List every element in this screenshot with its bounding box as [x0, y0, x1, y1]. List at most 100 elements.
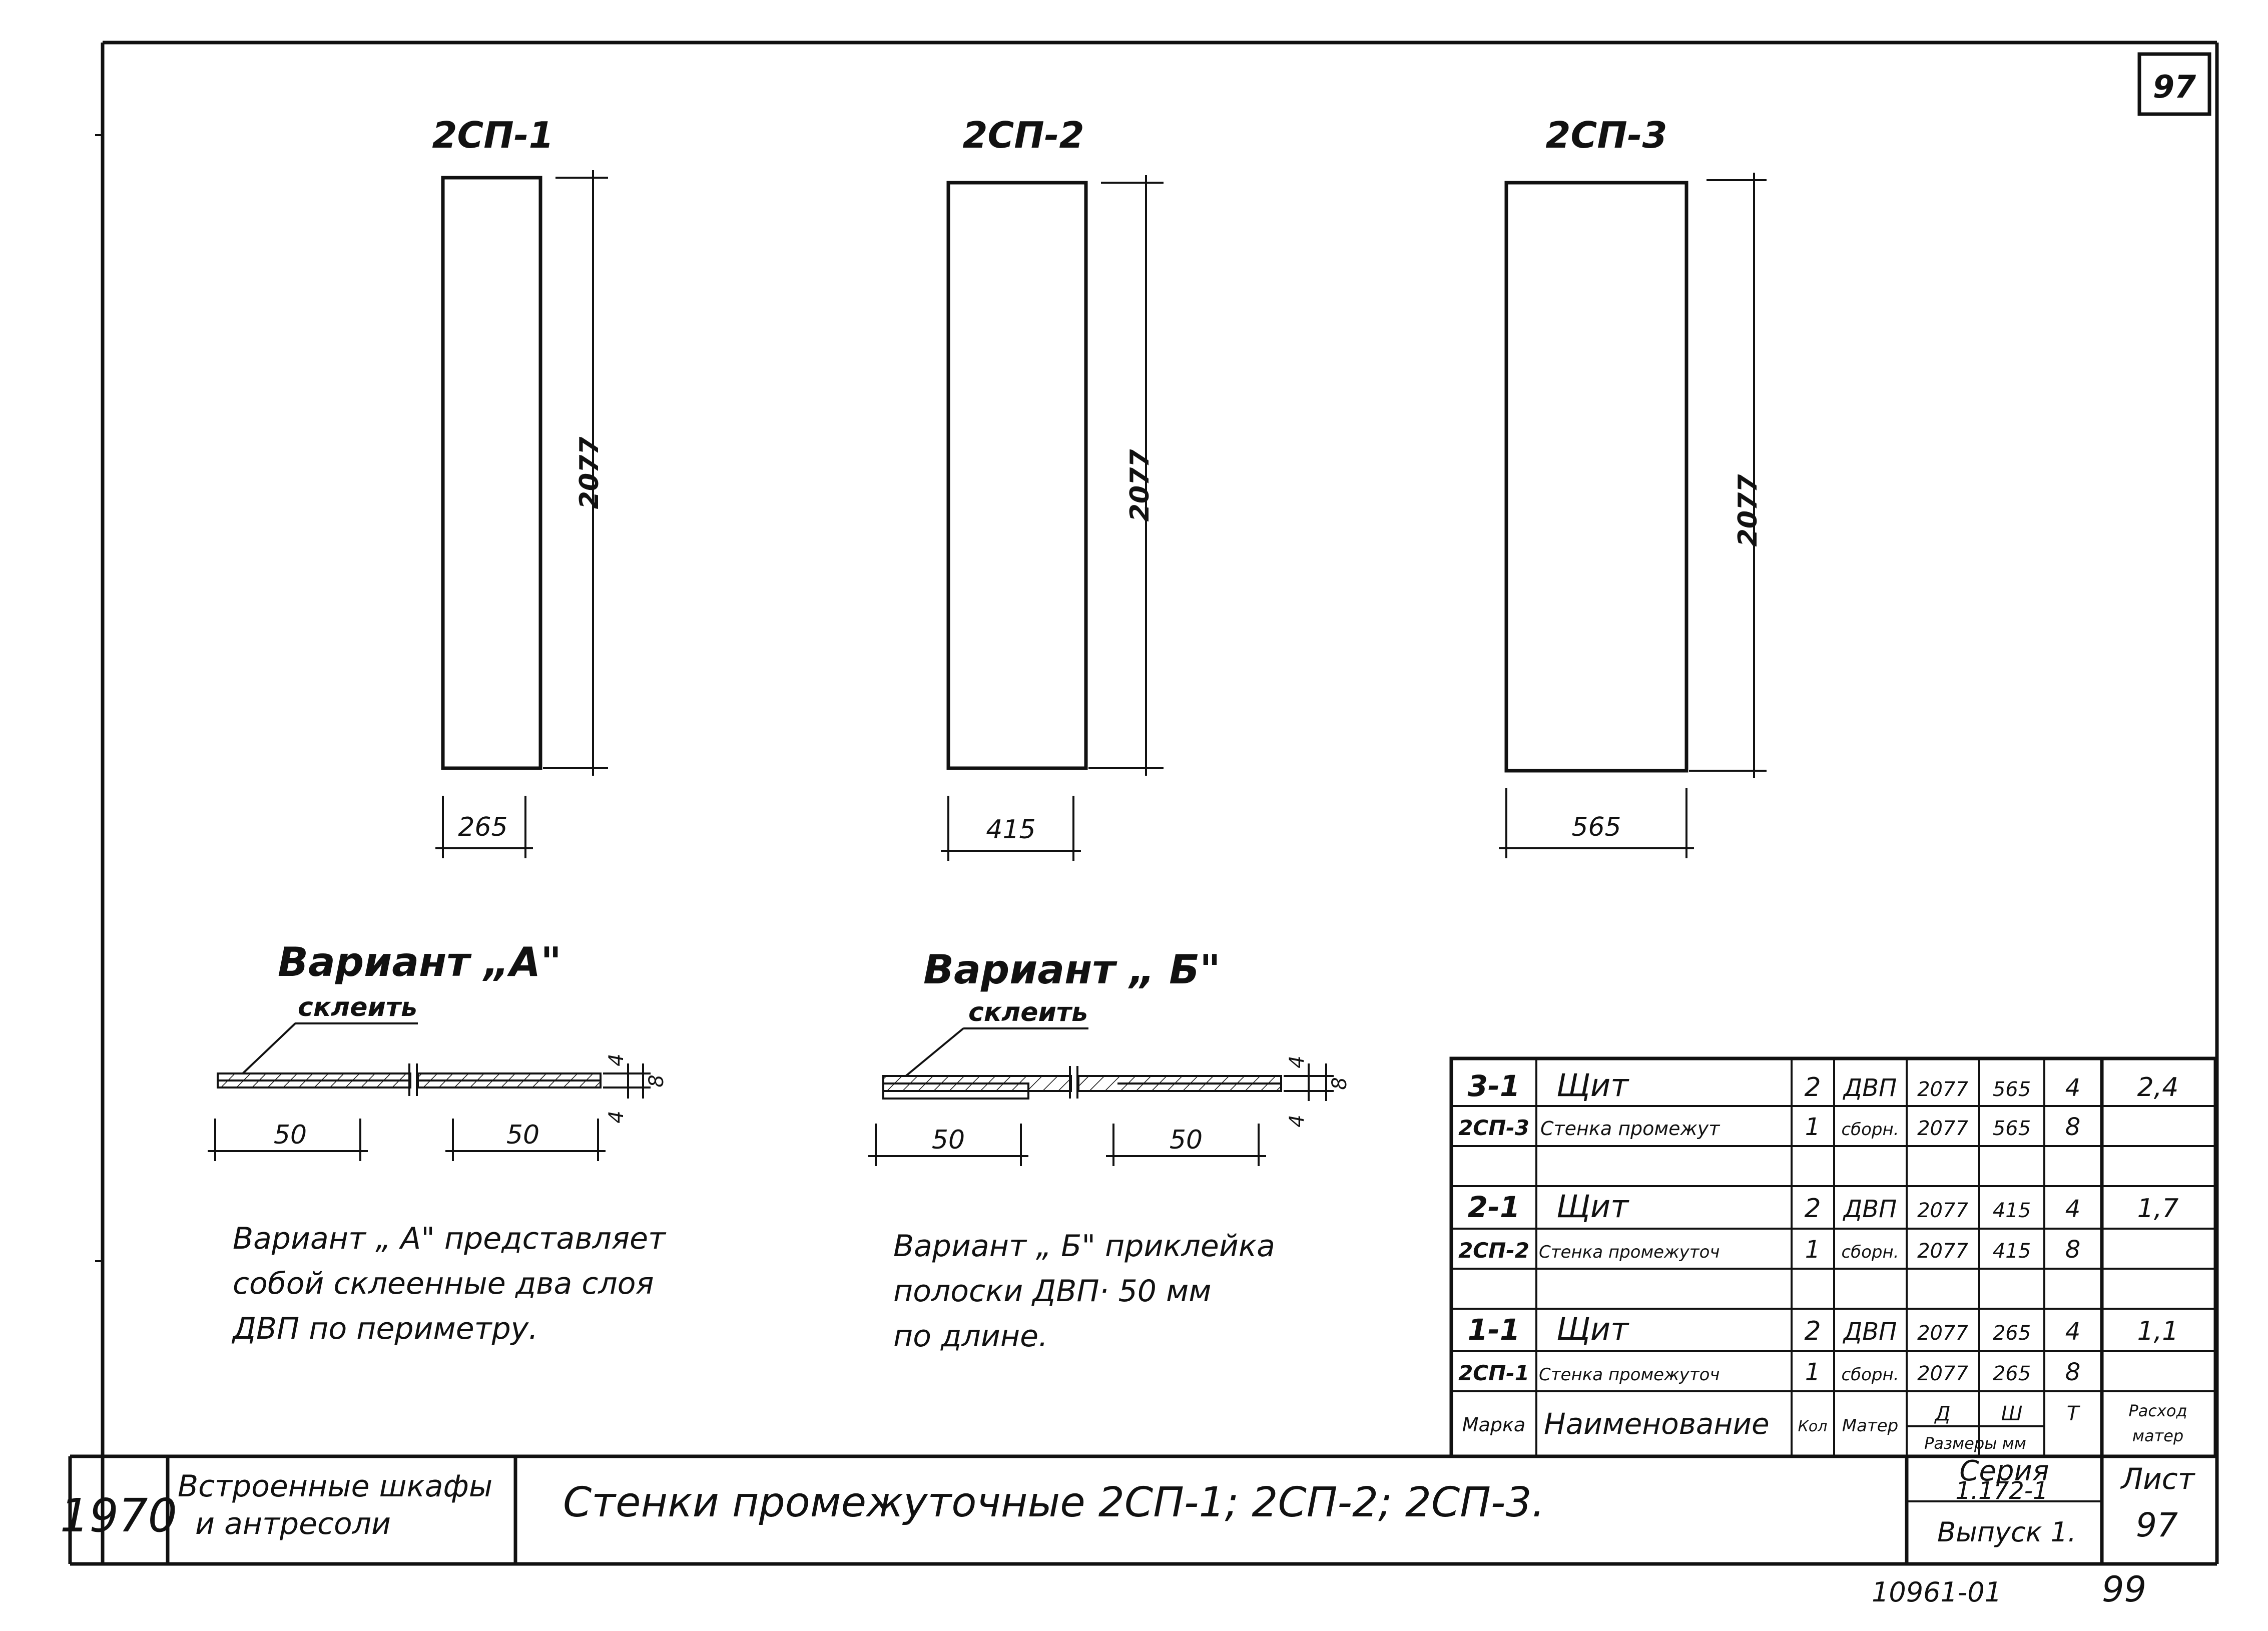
variant-b-t2: 4 — [1286, 1115, 1309, 1127]
variant-a-dim-left: 50 — [274, 1120, 307, 1150]
variant-a-total: 8 — [645, 1074, 668, 1087]
table-cell: 1,7 — [2137, 1194, 2179, 1224]
variant-a-note-line-2: собой склеенные два слоя — [233, 1266, 654, 1301]
panel-outline — [946, 181, 1088, 770]
series-value: 1.172-1 — [1955, 1477, 2048, 1505]
variant-b-glue-label: склеить — [968, 997, 1088, 1027]
corner-sheet-number: 97 — [2153, 69, 2196, 105]
table-header-mark: Марка — [1462, 1414, 1525, 1436]
table-header-consumption-1: Расход — [2128, 1401, 2187, 1420]
table-cell: Щит — [1556, 1188, 1629, 1225]
table-cell: 265 — [1993, 1322, 2031, 1345]
table-header-w: Ш — [2001, 1402, 2023, 1425]
title-block-subject-line-1: Встроенные шкафы — [178, 1469, 492, 1504]
panel-mark: 2СП-3 — [1545, 114, 1667, 156]
specification-table: 3-1 Щит 2 ДВП 2077 565 4 2,4 2СП-3 Стенк… — [1449, 1056, 2217, 1458]
variant-b-dim-left: 50 — [932, 1125, 965, 1155]
table-cell: Щит — [1556, 1311, 1629, 1347]
document-number: 10961-01 — [1872, 1576, 2002, 1608]
table-cell: Стенка промежут — [1540, 1118, 1721, 1140]
height-dimension: 2077 — [1125, 449, 1155, 522]
variant-a-section: Вариант „А" склеить 4 4 8 50 50 Вариант … — [208, 939, 668, 1346]
table-cell: 2СП-1 — [1458, 1361, 1529, 1385]
table-cell: ДВП — [1843, 1074, 1897, 1102]
panel-2sp-2: 2СП-2 2077 415 — [941, 114, 1164, 861]
panel-mark: 2СП-2 — [962, 114, 1084, 156]
variant-a-t2: 4 — [605, 1111, 628, 1123]
panel-2sp-1: 2СП-1 2077 265 — [432, 114, 608, 858]
variant-b-note-line-3: по длине. — [893, 1319, 1048, 1354]
table-header-material: Матер — [1842, 1416, 1898, 1436]
table-cell: 415 — [1993, 1240, 2031, 1263]
variant-a-glue-label: склеить — [298, 992, 417, 1022]
sheet-label: Лист — [2120, 1462, 2196, 1496]
table-cell: 1-1 — [1468, 1313, 1520, 1347]
table-cell: 1 — [1805, 1358, 1821, 1386]
table-cell: 3-1 — [1468, 1069, 1520, 1103]
title-block: 1970 Встроенные шкафы и антресоли Стенки… — [60, 1454, 2217, 1564]
table-cell: 1,1 — [2137, 1316, 2179, 1346]
table-cell: 2077 — [1917, 1362, 1968, 1385]
table-cell: 2077 — [1917, 1199, 1968, 1222]
variant-a-t1: 4 — [605, 1053, 628, 1066]
table-cell: 565 — [1993, 1078, 2031, 1101]
table-cell: Стенка промежуточ — [1539, 1365, 1720, 1385]
table-cell: 4 — [2065, 1195, 2081, 1223]
width-dimension: 565 — [1571, 812, 1621, 842]
variant-b-title: Вариант „ Б" — [923, 946, 1221, 993]
table-header-sizes: Размеры мм — [1924, 1434, 2026, 1453]
table-cell: 2077 — [1917, 1117, 1968, 1140]
table-cell: 8 — [2065, 1236, 2081, 1264]
panel-outline — [441, 176, 542, 770]
table-cell: 2077 — [1917, 1240, 1968, 1263]
panel-2sp-3: 2СП-3 2077 565 — [1499, 114, 1767, 858]
issue-label: Выпуск 1. — [1937, 1516, 2076, 1548]
table-header-consumption-2: матер — [2132, 1426, 2183, 1445]
table-cell: 1 — [1805, 1236, 1821, 1264]
table-cell: Стенка промежуточ — [1539, 1242, 1720, 1262]
panel-outline — [1504, 181, 1688, 773]
document-title: Стенки промежуточные 2СП-1; 2СП-2; 2СП-3… — [563, 1479, 1545, 1526]
height-dimension: 2077 — [575, 436, 605, 509]
table-cell: ДВП — [1843, 1318, 1897, 1346]
table-cell: сборн. — [1841, 1120, 1899, 1140]
width-dimension: 265 — [458, 812, 507, 842]
table-cell: 8 — [2065, 1113, 2081, 1141]
table-cell: сборн. — [1841, 1242, 1899, 1262]
table-cell: ДВП — [1843, 1195, 1897, 1223]
glue-leader — [242, 1022, 296, 1074]
variant-b-total: 8 — [1328, 1077, 1351, 1090]
variant-b-section: Вариант „ Б" склеить 4 4 8 50 50 Вариант… — [868, 946, 1351, 1354]
sheet-number: 97 — [2136, 1506, 2178, 1544]
title-block-subject-line-2: и антресоли — [195, 1506, 391, 1541]
variant-a-note-line-3: ДВП по периметру. — [231, 1311, 538, 1346]
table-cell: Щит — [1556, 1067, 1629, 1104]
variant-b-t1: 4 — [1286, 1055, 1309, 1068]
corner-sheet-number-box: 97 — [2137, 52, 2211, 116]
variant-b-dim-right: 50 — [1170, 1125, 1203, 1155]
variant-a-title: Вариант „А" — [278, 939, 561, 985]
table-cell: 4 — [2065, 1074, 2081, 1102]
table-cell: 2077 — [1917, 1322, 1968, 1345]
table-header-qty: Кол — [1798, 1418, 1828, 1435]
table-cell: 2СП-2 — [1458, 1238, 1529, 1263]
table-cell: сборн. — [1841, 1365, 1899, 1385]
table-cell: 2 — [1804, 1316, 1821, 1346]
table-cell: 2077 — [1917, 1078, 1968, 1101]
variant-b-note-line-2: полоски ДВП· 50 мм — [893, 1274, 1212, 1309]
title-block-year: 1970 — [60, 1489, 177, 1542]
table-cell: 2 — [1804, 1194, 1821, 1224]
table-cell: 2 — [1804, 1072, 1821, 1103]
table-header-name: Наименование — [1544, 1407, 1770, 1441]
table-cell: 265 — [1993, 1362, 2031, 1385]
table-cell: 1 — [1805, 1113, 1821, 1141]
variant-b-note-line-1: Вариант „ Б" приклейка — [893, 1229, 1275, 1264]
series-label: Серия — [1959, 1455, 2049, 1487]
table-cell: 2-1 — [1468, 1190, 1520, 1224]
table-cell: 2СП-3 — [1458, 1116, 1529, 1140]
variant-a-dim-right: 50 — [506, 1120, 539, 1150]
panel-mark: 2СП-1 — [432, 114, 553, 156]
table-cell: 8 — [2065, 1358, 2081, 1386]
table-cell: 415 — [1993, 1199, 2031, 1222]
height-dimension: 2077 — [1733, 474, 1763, 547]
